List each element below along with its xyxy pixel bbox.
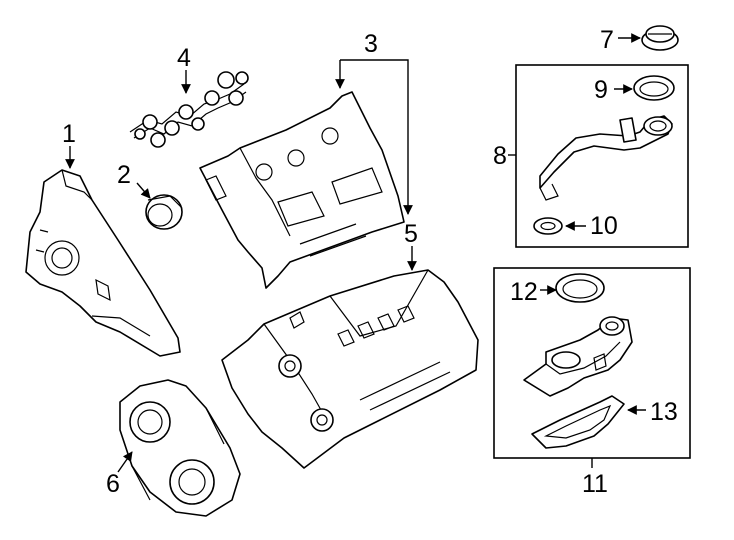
callout-7: 7: [600, 26, 614, 54]
part-6-cover[interactable]: [119, 379, 241, 517]
leader-6: [117, 451, 133, 473]
callout-13: 13: [650, 398, 678, 426]
part-8-filler-tube[interactable]: [539, 115, 673, 201]
callout-11: 11: [582, 470, 608, 498]
part-13-gasket[interactable]: [531, 395, 625, 449]
part-1-timing-cover[interactable]: [25, 169, 181, 357]
group-box-8: [515, 64, 689, 248]
part-9-seal-ring[interactable]: [633, 75, 675, 101]
callout-12: 12: [510, 278, 538, 306]
part-12-gasket-ring[interactable]: [555, 273, 605, 303]
callout-10: 10: [590, 212, 618, 240]
part-11-housing[interactable]: [523, 316, 633, 397]
callout-5: 5: [404, 220, 418, 248]
callout-4: 4: [177, 44, 191, 72]
part-3-upper-intake[interactable]: [199, 91, 405, 289]
part-2-seal[interactable]: [145, 194, 183, 230]
callout-9: 9: [594, 76, 608, 104]
part-10-seal[interactable]: [533, 217, 563, 235]
callout-1: 1: [62, 120, 76, 148]
leader-3: [340, 59, 413, 215]
callout-8: 8: [493, 142, 507, 170]
part-4-gasket-set[interactable]: [129, 71, 249, 148]
callout-2: 2: [117, 161, 131, 189]
callout-3: 3: [364, 30, 378, 58]
part-7-cap[interactable]: [641, 25, 679, 51]
part-5-lower-intake[interactable]: [221, 269, 479, 469]
callout-6: 6: [106, 470, 120, 498]
leader-2: [136, 182, 151, 199]
